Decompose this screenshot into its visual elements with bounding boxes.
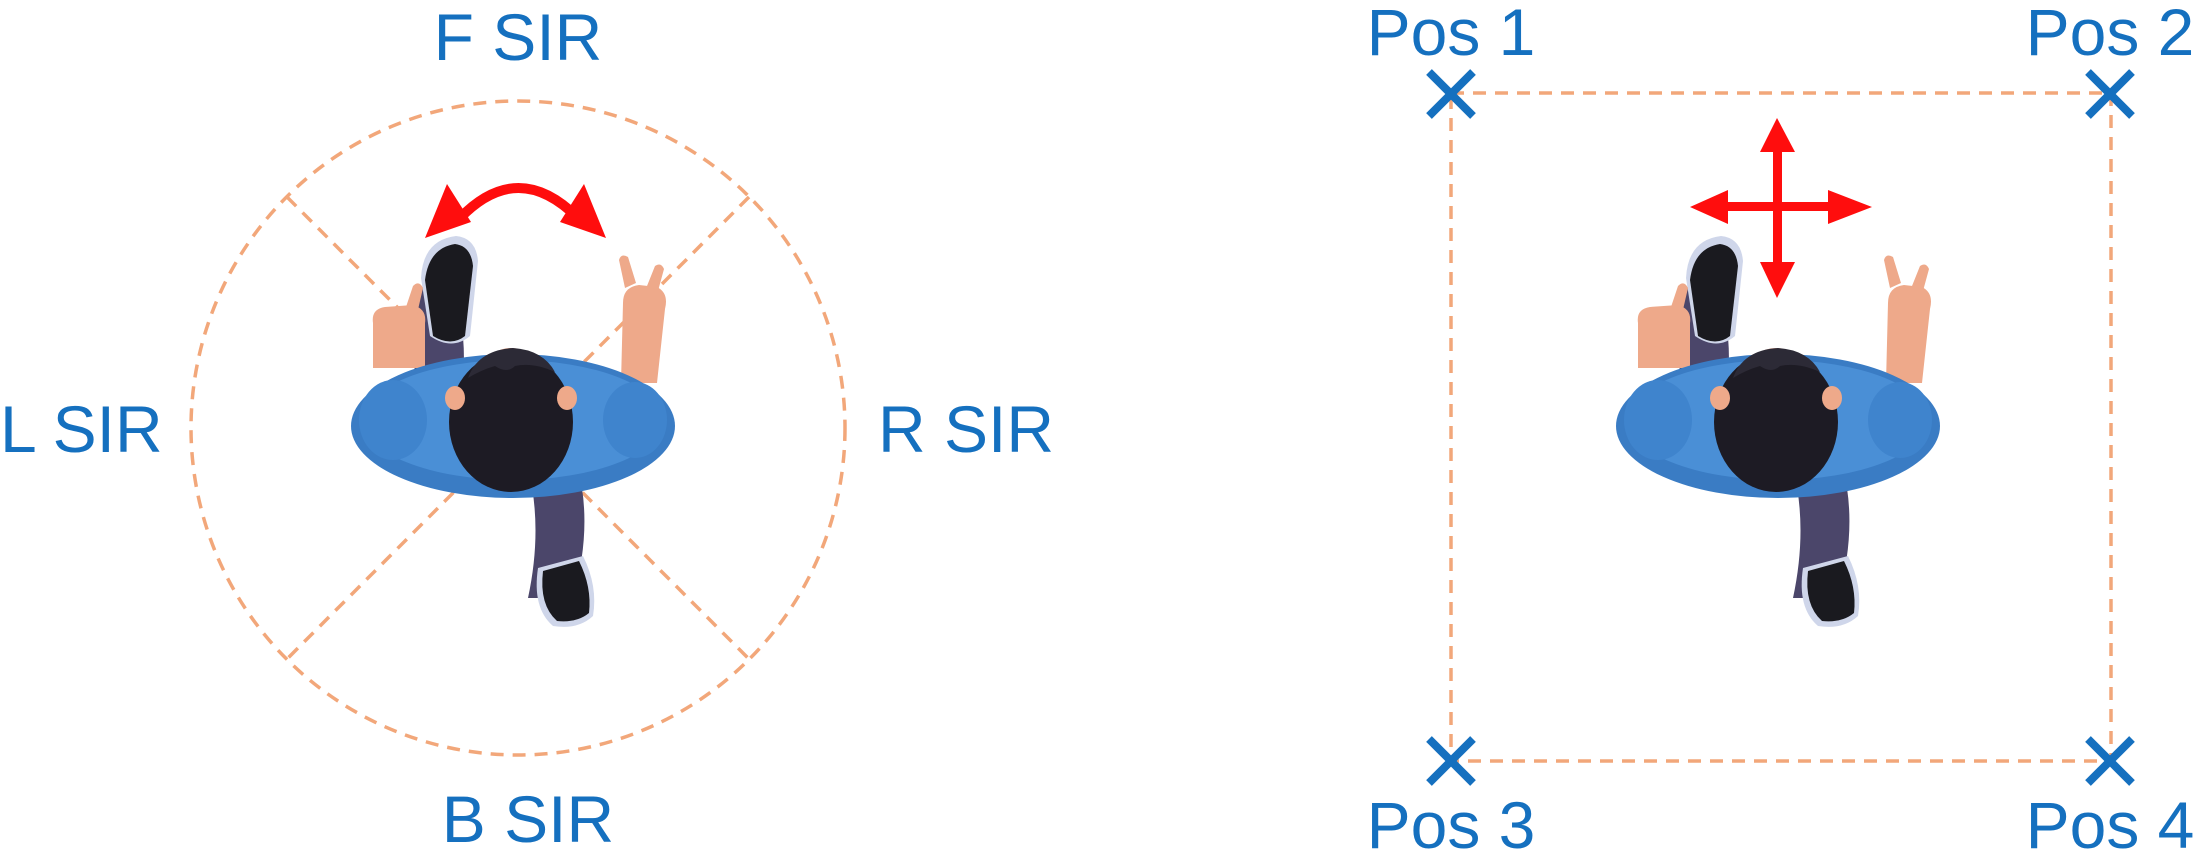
left-panel: F SIR L SIR R SIR B SIR: [0, 0, 1054, 856]
label-front: F SIR: [434, 0, 603, 74]
rotation-guide-circle: [189, 99, 847, 757]
label-pos-1: Pos 1: [1367, 0, 1536, 69]
label-right: R SIR: [878, 392, 1054, 466]
rotation-arrow-icon: [425, 183, 606, 238]
label-left: L SIR: [0, 392, 163, 466]
label-pos-2: Pos 2: [2026, 0, 2195, 69]
person-top-view-icon: [351, 236, 675, 627]
x-mark-icon: [1429, 72, 1473, 116]
label-back: B SIR: [442, 782, 614, 856]
four-way-arrow-icon: [1690, 118, 1872, 298]
right-panel: Pos 1 Pos 2 Pos 3 Pos 4: [1367, 0, 2195, 856]
label-pos-3: Pos 3: [1367, 788, 1536, 856]
position-guide-square: [1449, 91, 2113, 763]
label-pos-4: Pos 4: [2026, 788, 2195, 856]
